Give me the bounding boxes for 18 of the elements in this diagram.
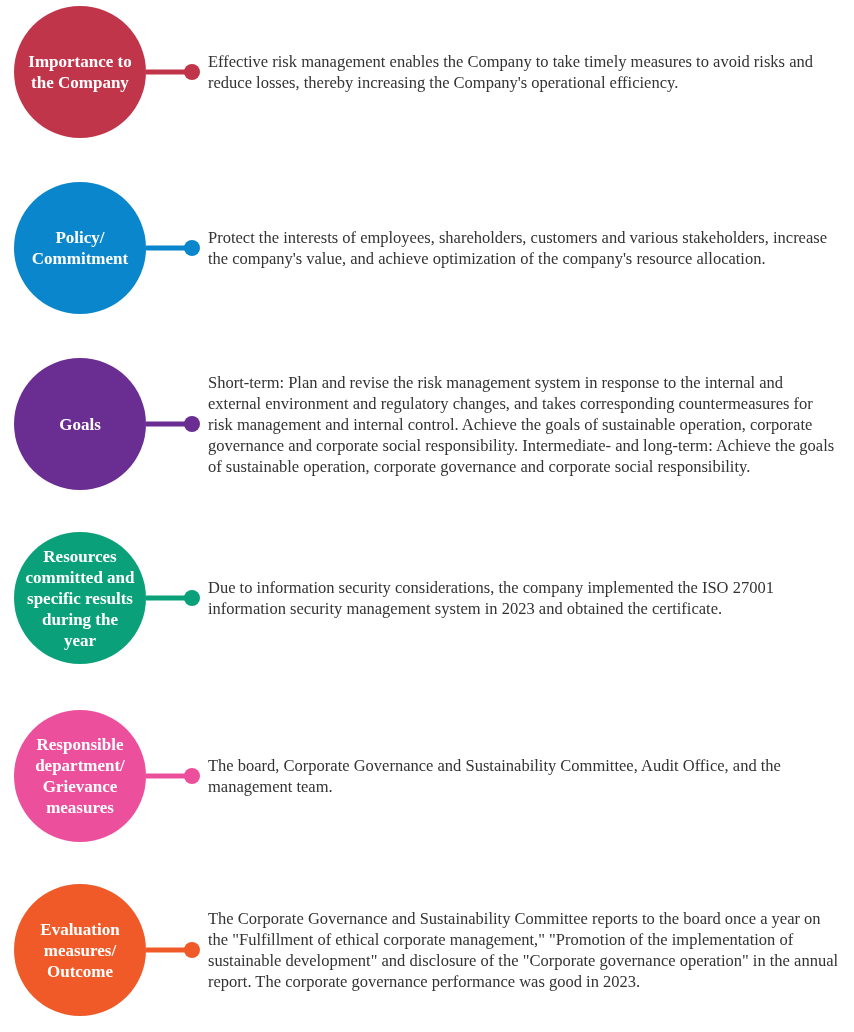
connector-line bbox=[146, 768, 200, 784]
description-text: Effective risk management enables the Company to take timely measures to avoid risks and reduce losses, thereby increasing the Company's operational efficiency. bbox=[200, 51, 840, 93]
connector-line bbox=[146, 240, 200, 256]
category-circle: Importance to the Company bbox=[14, 6, 146, 138]
description-text: Short-term: Plan and revise the risk management system in response to the internal and external environment and regulatory changes, and takes corresponding countermeasures for risk management and internal control. Achieve the goals of sustainable operation, corporate governance and corporate social responsibility. Intermediate- and long-term: Achieve the goals of sustainable operation, corporate governance and corporate social responsibility. bbox=[200, 371, 840, 477]
connector-line bbox=[146, 416, 200, 432]
category-circle: Responsible department/ Grievance measures bbox=[14, 710, 146, 842]
description-text: Protect the interests of employees, shareholders, customers and various stakeholders, increase the company's value, and achieve optimization of the company's resource allocation. bbox=[200, 227, 840, 269]
description-text: The board, Corporate Governance and Sustainability Committee, Audit Office, and the management team. bbox=[200, 755, 840, 797]
connector-line bbox=[146, 590, 200, 606]
category-circle: Evaluation measures/ Outcome bbox=[14, 884, 146, 1016]
description-text: Due to information security considerations, the company implemented the ISO 27001 information security management system in 2023 and obtained the certificate. bbox=[200, 577, 840, 619]
category-circle: Goals bbox=[14, 358, 146, 490]
category-circle: Policy/ Commitment bbox=[14, 182, 146, 314]
category-circle: Resources committed and specific results during the year bbox=[14, 532, 146, 664]
connector-line bbox=[146, 64, 200, 80]
description-text: The Corporate Governance and Sustainability Committee reports to the board once a year on the "Fulfillment of ethical corporate management," "Promotion of the implementation of sustainable development" and disclosure of the "Corporate governance operation" in the annual report. The corporate governance performance was good in 2023. bbox=[200, 908, 840, 992]
connector-line bbox=[146, 942, 200, 958]
